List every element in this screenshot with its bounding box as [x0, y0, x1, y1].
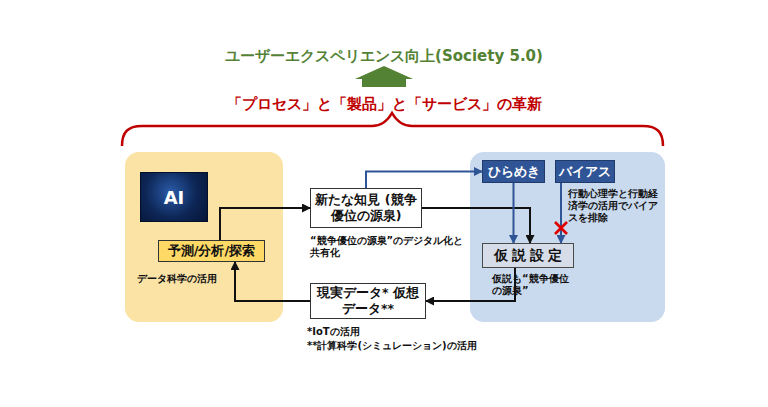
- node-text: 新たな知見 (競争優位の源泉): [315, 192, 417, 224]
- process-box: 予測/分析/探索: [158, 240, 265, 262]
- insight-box: ひらめき: [482, 160, 545, 183]
- diagram-title: ユーザーエクスペリエンス向上(Society 5.0): [0, 47, 768, 66]
- flow-arrow: [560, 183, 562, 243]
- flow-arrow: [235, 262, 310, 301]
- node-text: AI: [164, 187, 185, 208]
- knowledge-box: 新たな知見 (競争優位の源泉): [310, 188, 422, 228]
- node-text: ひらめき: [488, 163, 540, 181]
- ai-image: AI: [140, 172, 208, 222]
- panel-text: データ科学の活用: [137, 273, 277, 285]
- node-text: 予測/分析/探索: [168, 242, 256, 260]
- flow-arrow: [220, 208, 310, 240]
- data-box: 現実データ* 仮想データ**: [310, 283, 426, 319]
- human-panel: 行動心理学と行動経済学の活用でバイアスを排除仮説も“競争優位の源泉” ひらめき バイ…: [470, 152, 665, 322]
- flow-arrow: [513, 183, 515, 243]
- node-text: 現実データ* 仮想データ**: [315, 285, 421, 317]
- annotation-note: “競争優位の源泉”のデジタル化と共有化: [310, 235, 468, 259]
- hypothesis-box: 仮説設定: [482, 243, 574, 268]
- block-cross: [555, 222, 567, 234]
- innovation-heading: 「プロセス」と「製品」と「サービス」の革新: [0, 95, 768, 114]
- panel-text: 仮説も“競争優位の源泉”: [492, 273, 576, 297]
- bias-box: バイアス: [555, 160, 615, 183]
- panel-text: 行動心理学と行動経済学の活用でバイアスを排除: [568, 188, 664, 224]
- tool-panel: データ科学の活用 AI 予測/分析/探索: [125, 152, 283, 322]
- flow-arrow: [366, 172, 482, 189]
- up-arrow: [355, 66, 413, 87]
- node-text: 仮説設定: [494, 247, 566, 265]
- footnote: *IoTの活用: [307, 326, 507, 338]
- node-text: バイアス: [559, 163, 611, 181]
- curly-brace: [122, 113, 663, 146]
- flow-arrow: [426, 268, 515, 301]
- footnote: **計算科学(シミュレーション)の活用: [307, 340, 547, 352]
